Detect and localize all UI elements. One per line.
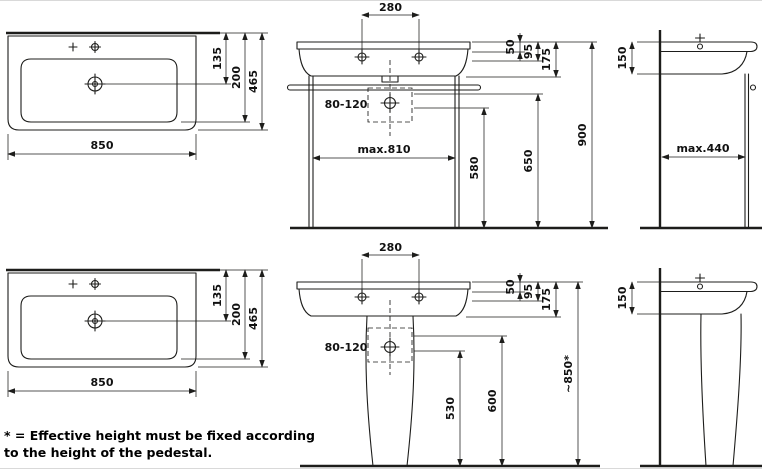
dim-label-280: 280 bbox=[379, 241, 402, 254]
dim-label-200: 200 bbox=[230, 66, 243, 89]
drain-outlet-mark bbox=[380, 337, 400, 357]
dim-label-850: 850 bbox=[91, 376, 114, 389]
dim-label-850: 850 bbox=[91, 139, 114, 152]
extension-lines bbox=[637, 281, 659, 315]
dim-label-600: 600 bbox=[486, 389, 499, 412]
dim-label-280: 280 bbox=[379, 1, 402, 14]
hidden-supply-zone bbox=[367, 300, 413, 375]
dim-label-175: 175 bbox=[540, 288, 553, 311]
hidden-supply-zone bbox=[367, 60, 413, 136]
dim-label-50: 50 bbox=[504, 39, 517, 55]
front-view-pedestal: 280 50 95 175 530 600 ~850* 80-120 bbox=[296, 241, 600, 468]
extension-lines bbox=[637, 41, 659, 75]
tap-and-rail-marks bbox=[694, 33, 757, 91]
basin-and-pedestal-outline bbox=[296, 281, 471, 467]
dim-label-max810: max.810 bbox=[357, 143, 410, 156]
tap-hole-marks bbox=[354, 289, 427, 305]
dim-label-530: 530 bbox=[444, 397, 457, 420]
dim-label-200: 200 bbox=[230, 303, 243, 326]
plan-view-pedestal: 135 200 465 850 bbox=[6, 268, 268, 397]
dim-label-135: 135 bbox=[211, 284, 224, 307]
footnote-line-2: to the height of the pedestal. bbox=[4, 445, 212, 460]
extension-lines bbox=[361, 19, 597, 109]
dim-label-175: 175 bbox=[540, 48, 553, 71]
dim-label-max440: max.440 bbox=[676, 142, 729, 155]
footnote-line-1: * = Effective height must be fixed accor… bbox=[4, 428, 315, 443]
extension-lines bbox=[7, 32, 268, 160]
basin-and-pedestal-side-outline bbox=[659, 281, 758, 467]
side-view-pedestal: 150 bbox=[616, 268, 762, 468]
dim-label-465: 465 bbox=[247, 70, 260, 93]
dim-label-80-120: 80-120 bbox=[325, 341, 368, 354]
footnote: * = Effective height must be fixed accor… bbox=[4, 428, 315, 460]
dim-label-135: 135 bbox=[211, 47, 224, 70]
side-view-console: 150 max.440 bbox=[616, 30, 762, 230]
basin-outline bbox=[7, 272, 197, 368]
dim-label-580: 580 bbox=[468, 156, 481, 179]
dim-label-50: 50 bbox=[504, 279, 517, 295]
front-view-console: 280 50 95 175 580 650 900 max.810 80-120 bbox=[286, 1, 608, 230]
extension-lines bbox=[361, 259, 583, 352]
basin-side-outline bbox=[659, 41, 758, 229]
basin-outline bbox=[7, 35, 197, 131]
dim-label-150: 150 bbox=[616, 46, 629, 69]
dim-label-150: 150 bbox=[616, 286, 629, 309]
dim-label-80-120: 80-120 bbox=[325, 98, 368, 111]
dim-label-650: 650 bbox=[522, 149, 535, 172]
dim-label-850-effective: ~850* bbox=[562, 355, 575, 393]
drain-outlet-mark bbox=[380, 93, 400, 113]
tap-hole-marks bbox=[354, 49, 427, 65]
basin-and-frame-outline bbox=[286, 41, 482, 229]
plan-view-console: 135 200 465 850 bbox=[6, 31, 268, 160]
dim-label-465: 465 bbox=[247, 307, 260, 330]
tap-hole-marks bbox=[68, 277, 106, 332]
extension-lines bbox=[7, 269, 268, 397]
dim-label-95: 95 bbox=[522, 284, 535, 299]
tap-hole-marks bbox=[694, 273, 706, 290]
tap-hole-marks bbox=[68, 40, 106, 95]
dim-label-95: 95 bbox=[522, 44, 535, 59]
dim-label-900: 900 bbox=[576, 123, 589, 146]
